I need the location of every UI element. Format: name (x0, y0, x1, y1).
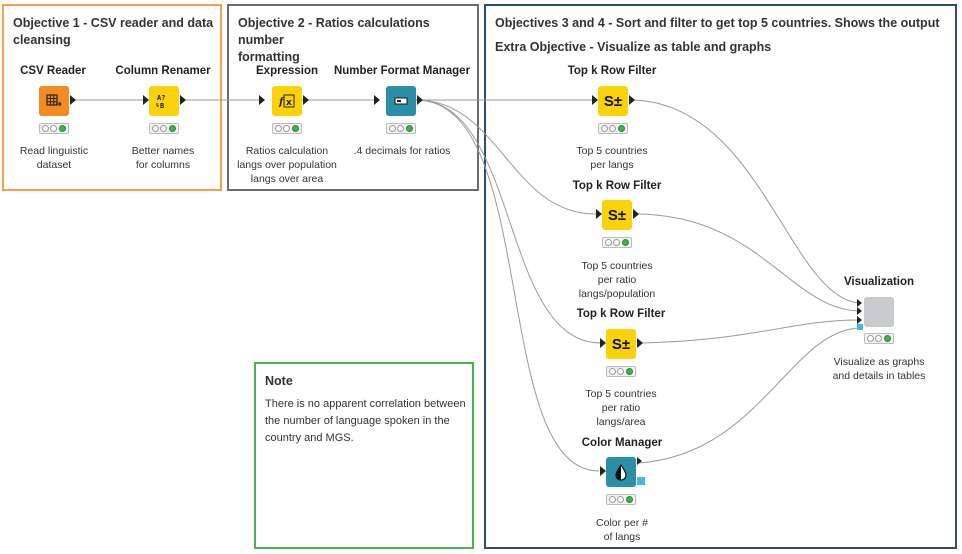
node-name: Top k Row Filter (567, 65, 657, 77)
input-port[interactable] (857, 324, 863, 330)
node-description: Visualize as graphs and details in table… (832, 356, 926, 382)
node-description: Better names for columns (131, 145, 195, 171)
connection-color-viz (637, 327, 861, 464)
node-name: Visualization (843, 276, 915, 288)
input-port[interactable] (596, 209, 602, 219)
annotation-note[interactable]: Note There is no apparent correlation be… (254, 362, 474, 549)
node-name: Top k Row Filter (572, 180, 662, 192)
svg-text:B: B (160, 102, 164, 109)
node-description: Ratios calculation langs over population… (237, 145, 337, 185)
output-port[interactable] (70, 95, 76, 105)
annotation-title: Objectives 3 and 4 - Sort and filter to … (495, 16, 940, 30)
output-port[interactable] (180, 95, 186, 105)
sort-icon: S± (611, 335, 631, 353)
status-lights (386, 123, 416, 134)
visualization-component-node[interactable] (864, 297, 894, 327)
status-lights (39, 123, 69, 134)
model-output-port[interactable] (637, 477, 645, 485)
status-lights (598, 123, 628, 134)
status-lights (149, 123, 179, 134)
connection-numfmt-color (415, 99, 600, 472)
input-port[interactable] (374, 95, 380, 105)
input-port[interactable] (857, 307, 862, 315)
color-manager-node[interactable] (606, 457, 636, 487)
input-port[interactable] (600, 338, 606, 348)
node-description: Top 5 countries per langs (576, 145, 648, 171)
sort-icon: S± (603, 92, 623, 110)
node-name: Expression (256, 65, 318, 77)
svg-text:A?: A? (157, 94, 165, 102)
output-port[interactable] (417, 95, 423, 105)
note-body: There is no apparent correlation between… (265, 398, 466, 444)
top-k-row-filter-node[interactable]: S± (602, 200, 632, 230)
node-description: Top 5 countries per ratio langs/area (585, 388, 657, 428)
input-port[interactable] (143, 95, 149, 105)
top-k-row-filter-node[interactable]: S± (606, 329, 636, 359)
sort-icon: S± (607, 206, 627, 224)
annotation-title: Objective 2 - Ratios calculations number… (238, 16, 430, 64)
node-name: Column Renamer (115, 65, 211, 77)
node-name: Number Format Manager (333, 65, 471, 77)
color-drop-icon (606, 457, 636, 487)
input-port[interactable] (857, 299, 862, 307)
status-lights (606, 494, 636, 505)
csv-reader-node[interactable] (39, 86, 69, 116)
top-k-row-filter-node[interactable]: S± (598, 86, 628, 116)
status-lights (272, 123, 302, 134)
connection-numfmt-topk2 (415, 99, 597, 215)
output-port[interactable] (637, 338, 643, 348)
connection-topk2-viz (634, 213, 861, 312)
output-port[interactable] (629, 95, 635, 105)
node-description: Color per # of langs (596, 517, 648, 543)
input-port[interactable] (259, 95, 265, 105)
output-port[interactable] (637, 457, 642, 465)
svg-text:x: x (286, 98, 292, 108)
node-name: Color Manager (581, 437, 663, 449)
node-name: CSV Reader (20, 65, 86, 77)
node-name: Top k Row Filter (576, 308, 666, 320)
input-port[interactable] (600, 466, 606, 476)
note-title: Note (265, 374, 293, 388)
status-lights (606, 366, 636, 377)
output-port[interactable] (303, 95, 309, 105)
number-format-manager-node[interactable] (386, 86, 416, 116)
annotation-title: Objective 1 - CSV reader and data cleans… (13, 16, 214, 47)
node-description: Top 5 countries per ratio langs/populati… (578, 260, 656, 300)
annotation-objective-2[interactable]: Objective 2 - Ratios calculations number… (227, 4, 479, 191)
status-lights (602, 237, 632, 248)
component-icon (864, 297, 894, 327)
input-port[interactable] (857, 316, 862, 324)
status-lights (864, 333, 894, 344)
svg-text:f: f (278, 97, 285, 108)
connection-topk1-viz (629, 99, 861, 304)
node-description: .4 decimals for ratios (353, 145, 451, 157)
format-icon (386, 86, 416, 116)
input-port[interactable] (592, 95, 598, 105)
output-port[interactable] (633, 209, 639, 219)
column-renamer-node[interactable]: A?B (149, 86, 179, 116)
annotation-subtitle: Extra Objective - Visualize as table and… (495, 40, 772, 54)
node-description: Read linguistic dataset (19, 145, 89, 171)
connection-numfmt-topk3 (415, 99, 602, 344)
table-icon (39, 86, 69, 116)
annotation-objectives-3-4[interactable]: Objectives 3 and 4 - Sort and filter to … (484, 4, 957, 549)
connection-topk3-viz (638, 319, 861, 344)
rename-icon: A?B (149, 86, 179, 116)
